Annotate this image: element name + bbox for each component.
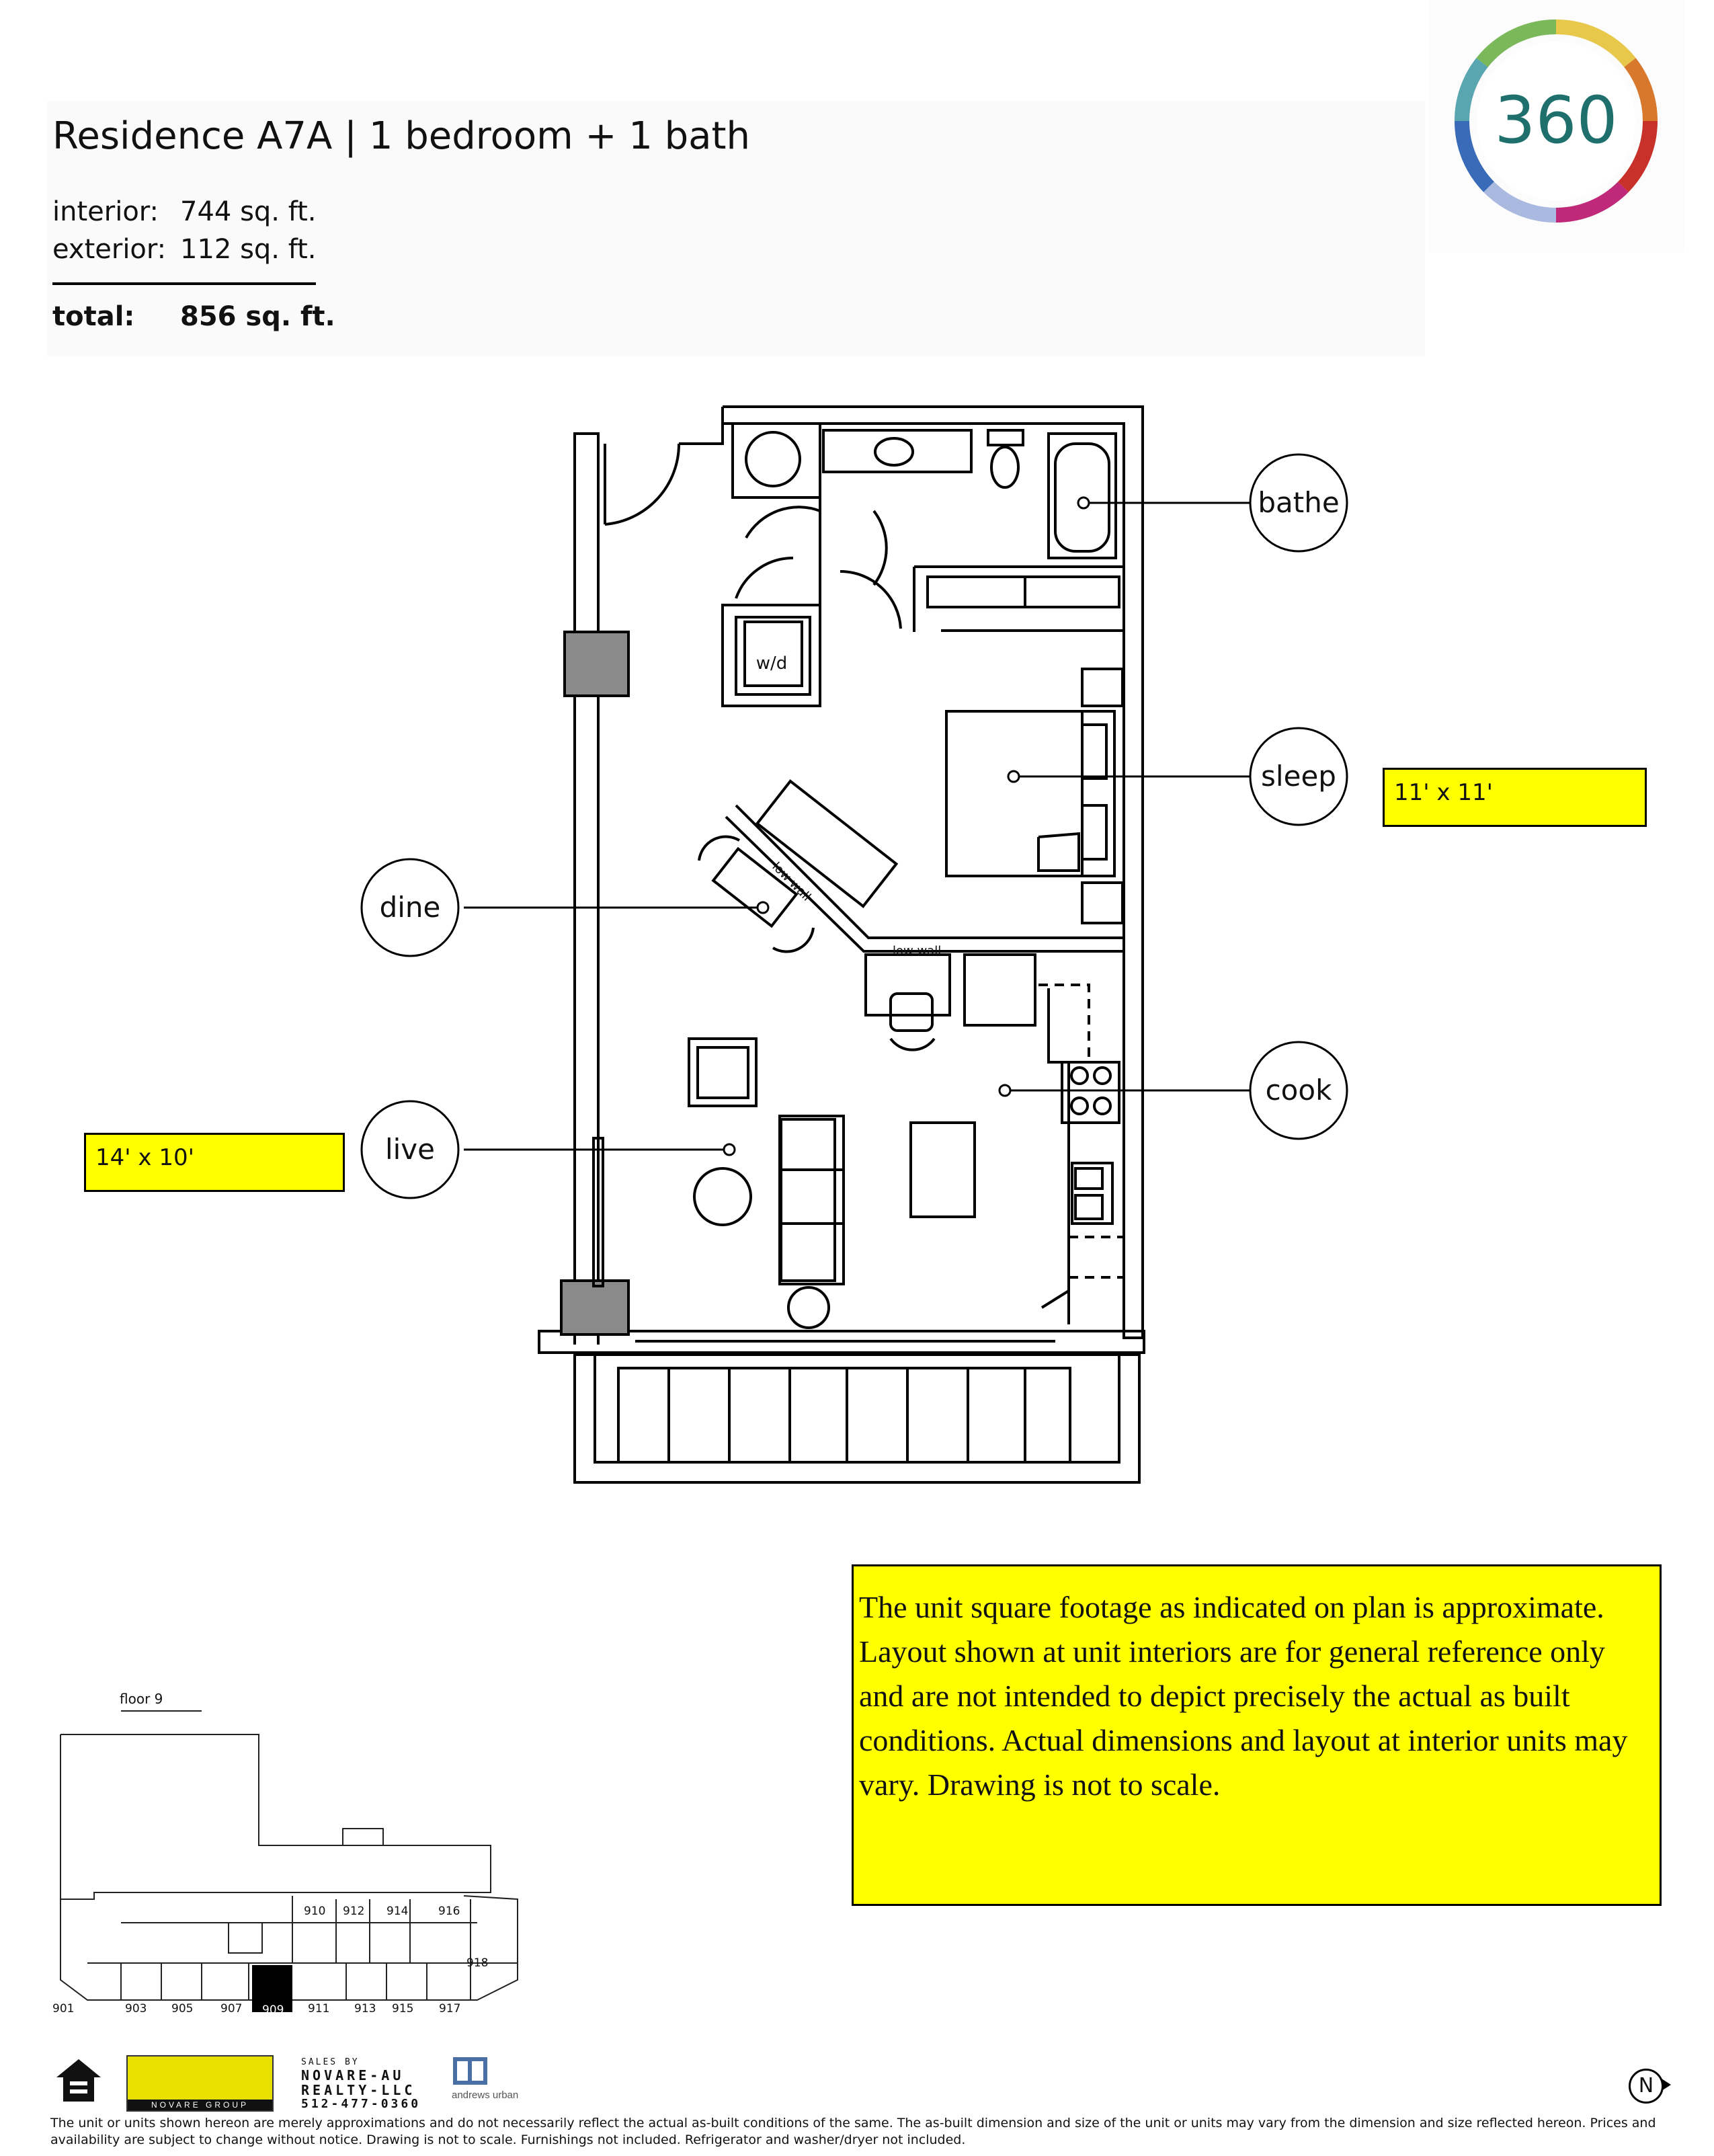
keyplan-unit-918: 918 — [466, 1956, 489, 1970]
callout-cook: cook — [1266, 1074, 1332, 1107]
logo-text: 360 — [1494, 83, 1617, 158]
keyplan-unit-912: 912 — [343, 1905, 365, 1918]
washer-dryer-label: w/d — [756, 653, 788, 674]
keyplan-unit-901: 901 — [52, 2002, 75, 2015]
floor-plan: bathe sleep dine cook live w/d low wall … — [360, 405, 1348, 1484]
keyplan-unit-911: 911 — [308, 2002, 330, 2015]
novare-group-logo: NOVARE GROUP — [126, 2055, 274, 2112]
novare-group-text: NOVARE GROUP — [128, 2100, 272, 2110]
keyplan-unit-913: 913 — [354, 2002, 376, 2015]
keyplan-unit-905: 905 — [171, 2002, 194, 2015]
sleep-dimension: 11' x 11' — [1394, 779, 1493, 806]
keyplan-unit-907: 907 — [220, 2002, 243, 2015]
interior-area: interior: 744 sq. ft. — [52, 196, 317, 227]
sleep-dimension-box: 11' x 11' — [1383, 768, 1647, 827]
exterior-area: exterior: 112 sq. ft. — [52, 234, 317, 265]
callout-live: live — [385, 1133, 435, 1166]
exterior-label: exterior: — [52, 234, 167, 265]
interior-value: 744 sq. ft. — [180, 196, 317, 227]
andrews-urban-logo: andrews urban — [452, 2056, 532, 2101]
low-wall-label-diagonal: low wall — [769, 860, 813, 904]
disclaimer-box: The unit square footage as indicated on … — [852, 1564, 1662, 1906]
keyplan-unit-916: 916 — [438, 1905, 460, 1918]
interior-label: interior: — [52, 196, 159, 227]
keyplan-unit-914: 914 — [386, 1905, 409, 1918]
total-area: total: 856 sq. ft. — [52, 301, 335, 332]
callout-bathe: bathe — [1258, 486, 1339, 519]
exterior-value: 112 sq. ft. — [180, 234, 317, 265]
north-arrow-icon: N — [1629, 2069, 1664, 2104]
keyplan — [60, 1710, 518, 2012]
equal-housing-icon — [54, 2056, 104, 2106]
broker-line2: REALTY-LLC — [301, 2082, 416, 2098]
keyplan-unit-903: 903 — [125, 2002, 147, 2015]
keyplan-unit-909-highlighted: 909 — [262, 2003, 284, 2017]
sales-by-block: SALES BY NOVARE-AU REALTY-LLC 512-477-03… — [301, 2057, 429, 2111]
sales-by-label: SALES BY — [301, 2057, 360, 2067]
keyplan-unit-910: 910 — [304, 1905, 326, 1918]
header-panel — [47, 101, 1425, 356]
live-dimension-box: 14' x 10' — [84, 1133, 345, 1192]
andrews-urban-text: andrews urban — [452, 2089, 519, 2101]
keyplan-unit-915: 915 — [392, 2002, 414, 2015]
north-label: N — [1638, 2074, 1654, 2098]
callout-dine: dine — [380, 891, 441, 924]
legal-fineprint: The unit or units shown hereon are merel… — [50, 2116, 1656, 2147]
brand-logo: 360 — [1428, 0, 1684, 252]
total-label: total: — [52, 301, 135, 332]
north-pointer-icon — [1662, 2079, 1671, 2091]
live-dimension: 14' x 10' — [95, 1144, 194, 1171]
callout-sleep: sleep — [1261, 760, 1336, 793]
page-title: Residence A7A | 1 bedroom + 1 bath — [52, 114, 750, 158]
keyplan-unit-917: 917 — [439, 2002, 461, 2015]
total-divider — [52, 282, 316, 285]
broker-phone: 512-477-0360 — [301, 2097, 421, 2111]
total-value: 856 sq. ft. — [180, 301, 335, 332]
broker-line1: NOVARE-AU — [301, 2067, 405, 2083]
low-wall-label-horizontal: low wall — [893, 944, 941, 958]
keyplan-floor-label: floor 9 — [120, 1691, 163, 1707]
